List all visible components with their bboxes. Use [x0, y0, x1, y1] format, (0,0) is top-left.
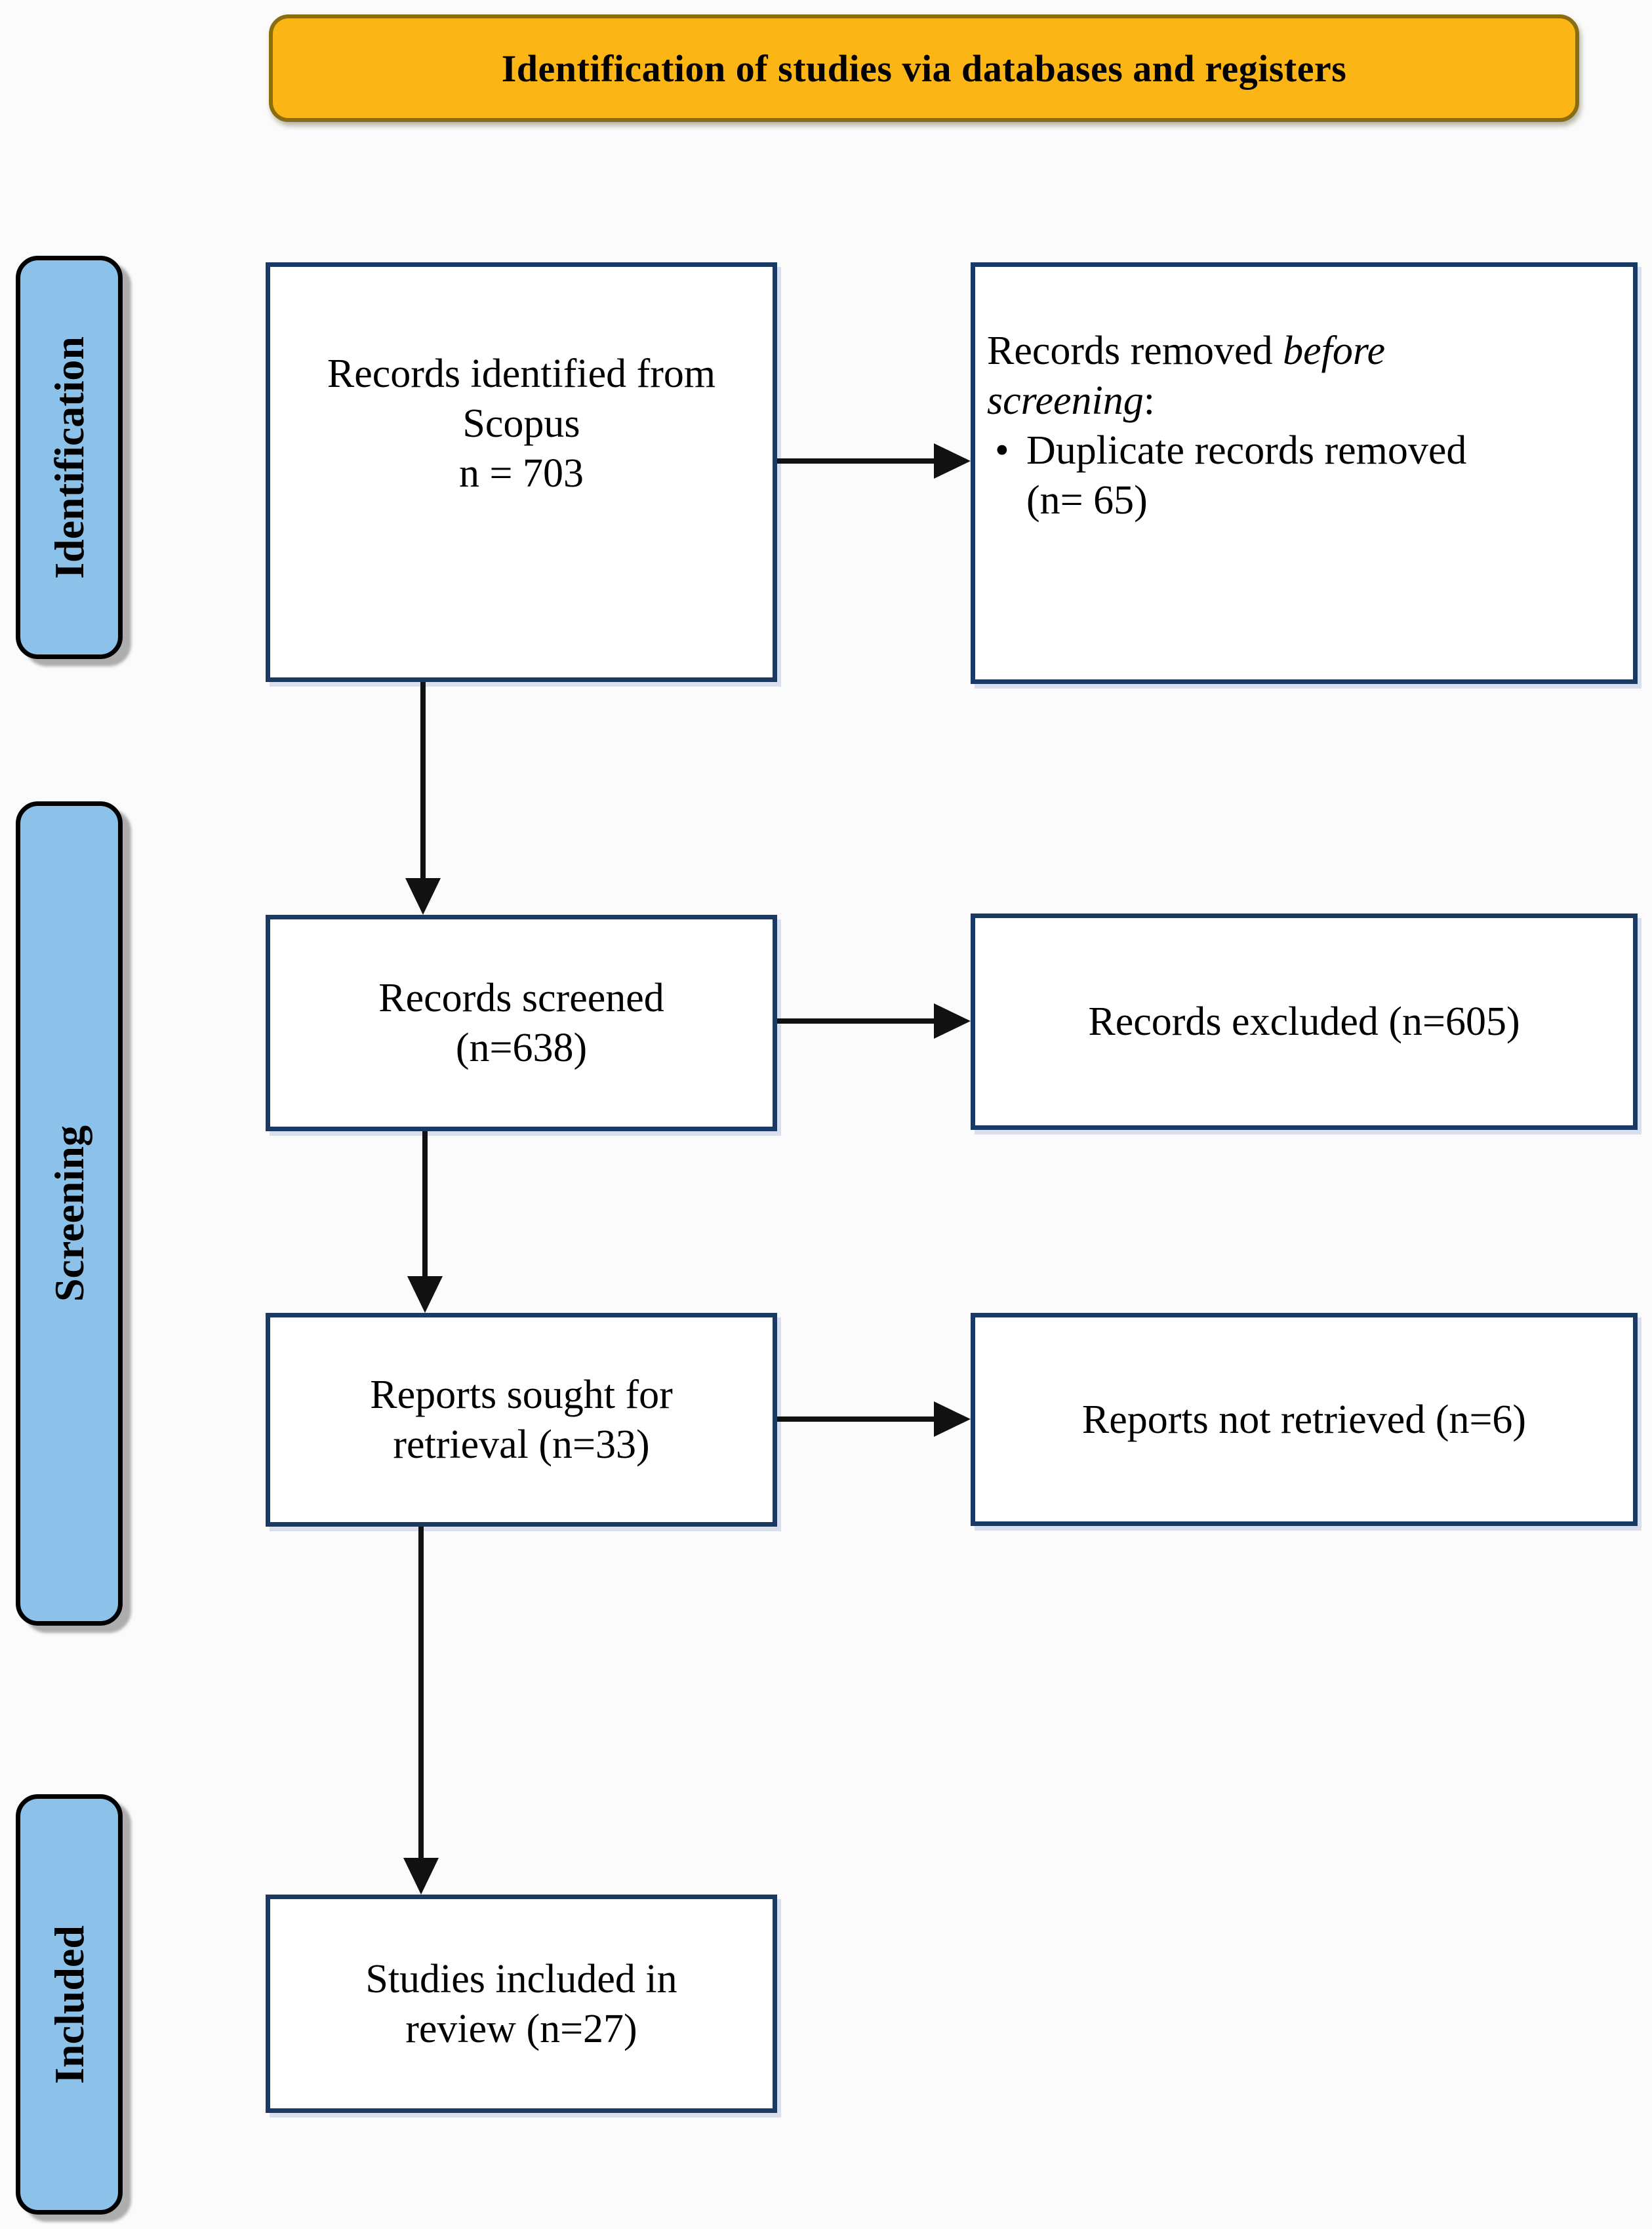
box-records-removed-heading-line2: screening: — [987, 378, 1155, 423]
box-records-screened-line: (n=638) — [455, 1026, 588, 1070]
arrow-sought-to-included-head — [403, 1858, 439, 1895]
arrow-screened-to-sought-head — [407, 1276, 443, 1313]
box-records-identified: Records identified from Scopus n = 703 — [266, 262, 777, 682]
bullet-dot-icon: • — [995, 428, 1009, 473]
phase-tab-included: Included — [16, 1794, 123, 2215]
arrow-sought-to-included-line — [418, 1527, 424, 1858]
arrow-screened-to-excluded-head — [934, 1003, 971, 1039]
bullet-item-duplicates-text: Duplicate records removed (n= 65) — [1026, 428, 1467, 523]
box-studies-included-line: review (n=27) — [405, 2006, 637, 2051]
phase-tab-screening-label: Screening — [45, 1125, 92, 1302]
box-reports-sought-line: retrieval (n=33) — [393, 1422, 650, 1467]
box-reports-sought: Reports sought for retrieval (n=33) — [266, 1313, 777, 1527]
arrow-identified-to-removed-head — [934, 443, 971, 479]
phase-tab-identification: Identification — [16, 256, 123, 659]
box-records-removed-heading-line1: Records removed before — [987, 329, 1386, 373]
arrow-screened-to-excluded-line — [777, 1018, 935, 1024]
box-reports-not-retrieved-text: Reports not retrieved (n=6) — [1081, 1397, 1527, 1442]
phase-tab-identification-label: Identification — [45, 336, 92, 579]
box-records-identified-line: n = 703 — [459, 451, 584, 496]
page-title: Identification of studies via databases … — [501, 47, 1347, 90]
box-records-identified-line: Scopus — [462, 401, 580, 446]
arrow-identified-to-screened-head — [405, 878, 441, 915]
arrow-sought-to-not-retrieved-head — [934, 1401, 971, 1437]
box-records-identified-line: Records identified from — [327, 351, 716, 396]
box-records-removed: Records removed before screening: • Dupl… — [971, 262, 1638, 684]
box-reports-sought-line: Reports sought for — [370, 1373, 673, 1417]
box-records-screened-line: Records screened — [378, 976, 664, 1020]
bullet-item-duplicates: • Duplicate records removed (n= 65) — [995, 426, 1466, 525]
box-records-screened: Records screened (n=638) — [266, 915, 777, 1131]
box-studies-included-line: Studies included in — [365, 1956, 677, 2001]
phase-tab-included-label: Included — [45, 1925, 92, 2084]
phase-tab-screening: Screening — [16, 801, 123, 1626]
arrow-sought-to-not-retrieved-line — [777, 1416, 935, 1422]
arrow-identified-to-screened-line — [420, 682, 426, 879]
box-studies-included: Studies included in review (n=27) — [266, 1895, 777, 2113]
arrow-identified-to-removed-line — [777, 458, 935, 464]
box-records-excluded-text: Records excluded (n=605) — [1088, 999, 1520, 1044]
header-banner: Identification of studies via databases … — [269, 14, 1579, 122]
box-records-excluded: Records excluded (n=605) — [971, 914, 1638, 1130]
box-reports-not-retrieved: Reports not retrieved (n=6) — [971, 1313, 1638, 1526]
arrow-screened-to-sought-line — [422, 1131, 428, 1277]
